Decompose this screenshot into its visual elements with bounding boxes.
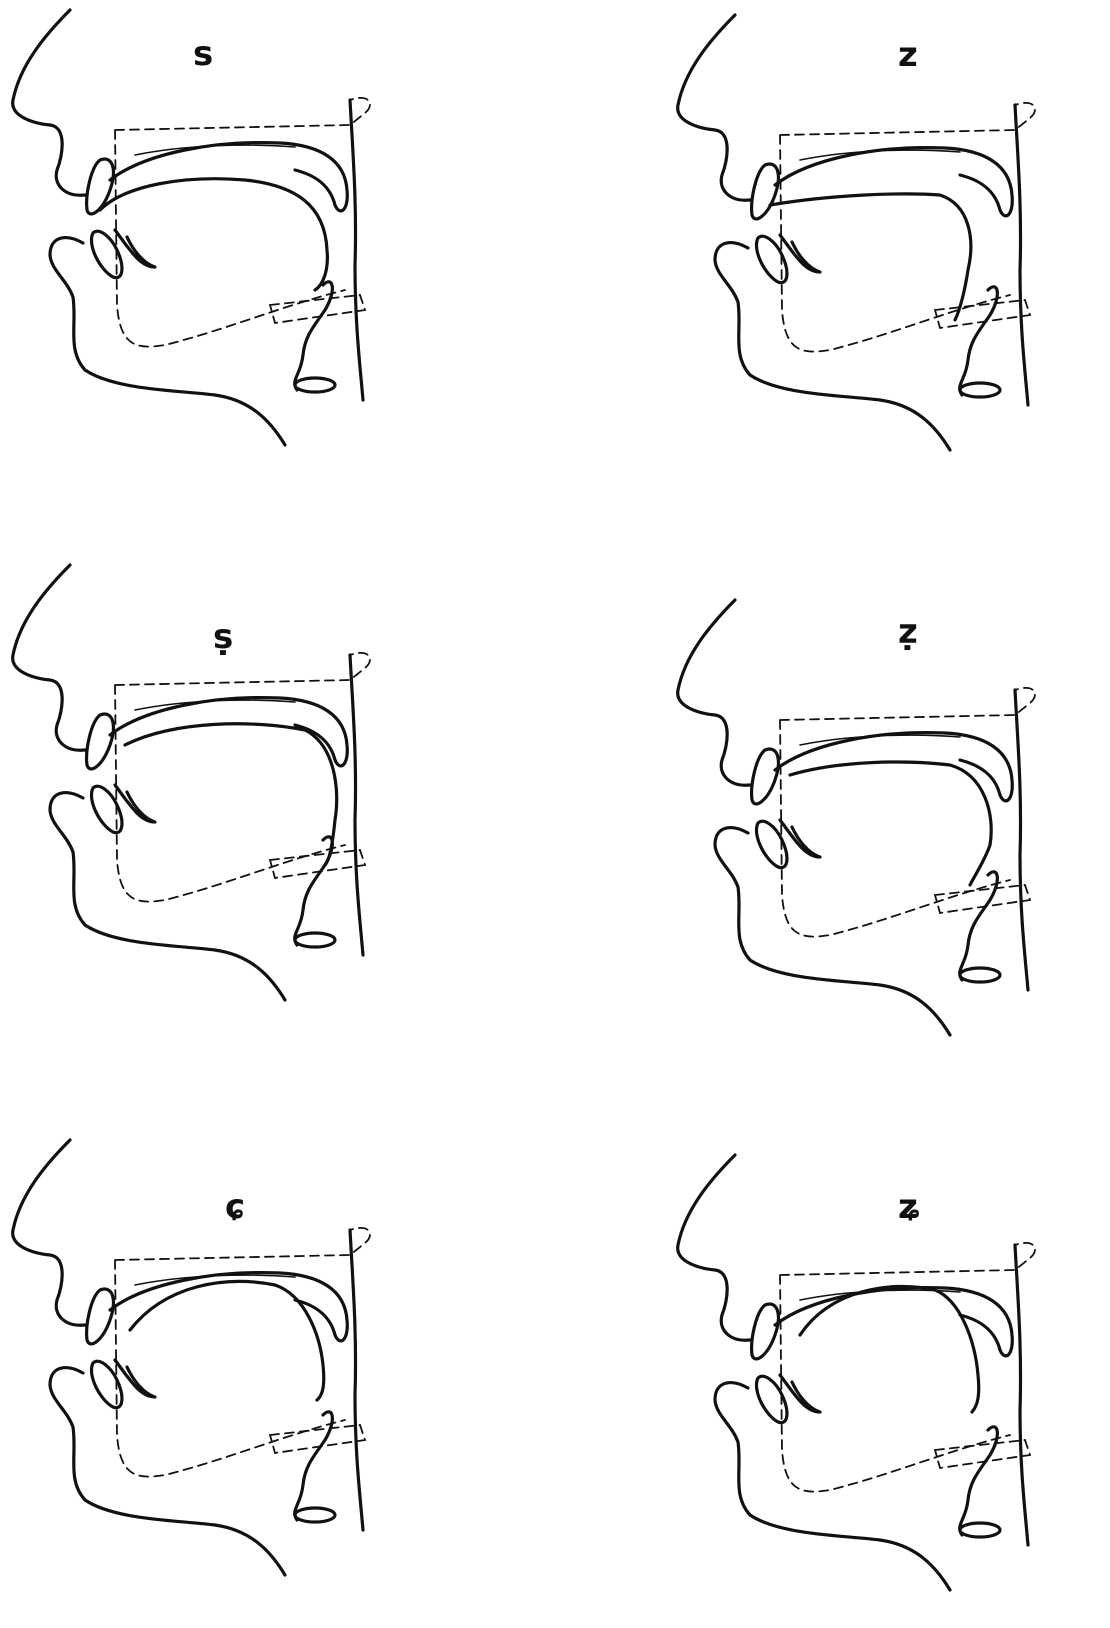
vocal-tract-drawing	[5, 1135, 435, 1605]
tongue-contour	[790, 762, 991, 885]
mandible-outline	[780, 103, 1035, 352]
tongue-contour	[130, 1281, 324, 1400]
vocal-tract-drawing	[670, 595, 1100, 1065]
face-profile-lower	[50, 1368, 285, 1575]
face-profile-lower	[715, 243, 950, 450]
panel-z-curl: ʑ	[670, 1150, 1100, 1620]
vocal-tract-drawing	[5, 560, 435, 1030]
upper-incisor	[87, 1289, 114, 1344]
upper-incisor	[87, 714, 114, 769]
face-profile-lower	[715, 1383, 950, 1590]
vocal-tract-drawing	[670, 1150, 1100, 1620]
upper-incisor	[752, 749, 779, 804]
larynx-ring	[960, 1523, 1000, 1537]
upper-incisor	[752, 164, 779, 219]
larynx-ring	[295, 378, 335, 392]
mandible-outline	[115, 98, 370, 347]
face-profile-lower	[715, 828, 950, 1035]
upper-incisor	[87, 159, 114, 214]
pharynx-wall	[350, 655, 363, 955]
vocal-tract-drawing	[670, 10, 1100, 480]
tongue-contour	[125, 724, 337, 865]
larynx-ring	[295, 933, 335, 947]
panel-s-dot: ṣ	[5, 560, 435, 1030]
mandible-outline	[780, 688, 1035, 937]
pharynx-wall	[350, 1230, 363, 1530]
face-profile-lower	[50, 238, 285, 445]
panel-s: s	[5, 5, 435, 475]
mandible-outline	[780, 1243, 1035, 1492]
larynx-ring	[960, 383, 1000, 397]
larynx-ring	[960, 968, 1000, 982]
panel-z-dot: ẓ	[670, 595, 1100, 1065]
pharynx-wall	[1015, 1245, 1028, 1545]
face-profile-upper	[13, 565, 85, 750]
larynx-ring	[295, 1508, 335, 1522]
pharynx-wall	[1015, 690, 1028, 990]
face-profile-lower	[50, 793, 285, 1000]
vocal-tract-drawing	[5, 5, 435, 475]
face-profile-upper	[678, 15, 750, 200]
face-profile-upper	[13, 1140, 85, 1325]
upper-incisor	[752, 1304, 779, 1359]
pharynx-wall	[1015, 105, 1028, 405]
face-profile-upper	[678, 600, 750, 785]
panel-z: z	[670, 10, 1100, 480]
panel-s-curl: ɕ	[5, 1135, 435, 1605]
face-profile-upper	[678, 1155, 750, 1340]
mandible-outline	[115, 1228, 370, 1477]
tongue-contour	[100, 179, 327, 290]
mandible-outline	[115, 653, 370, 902]
face-profile-upper	[13, 10, 85, 195]
tongue-contour	[800, 1286, 979, 1412]
pharynx-wall	[350, 100, 363, 400]
